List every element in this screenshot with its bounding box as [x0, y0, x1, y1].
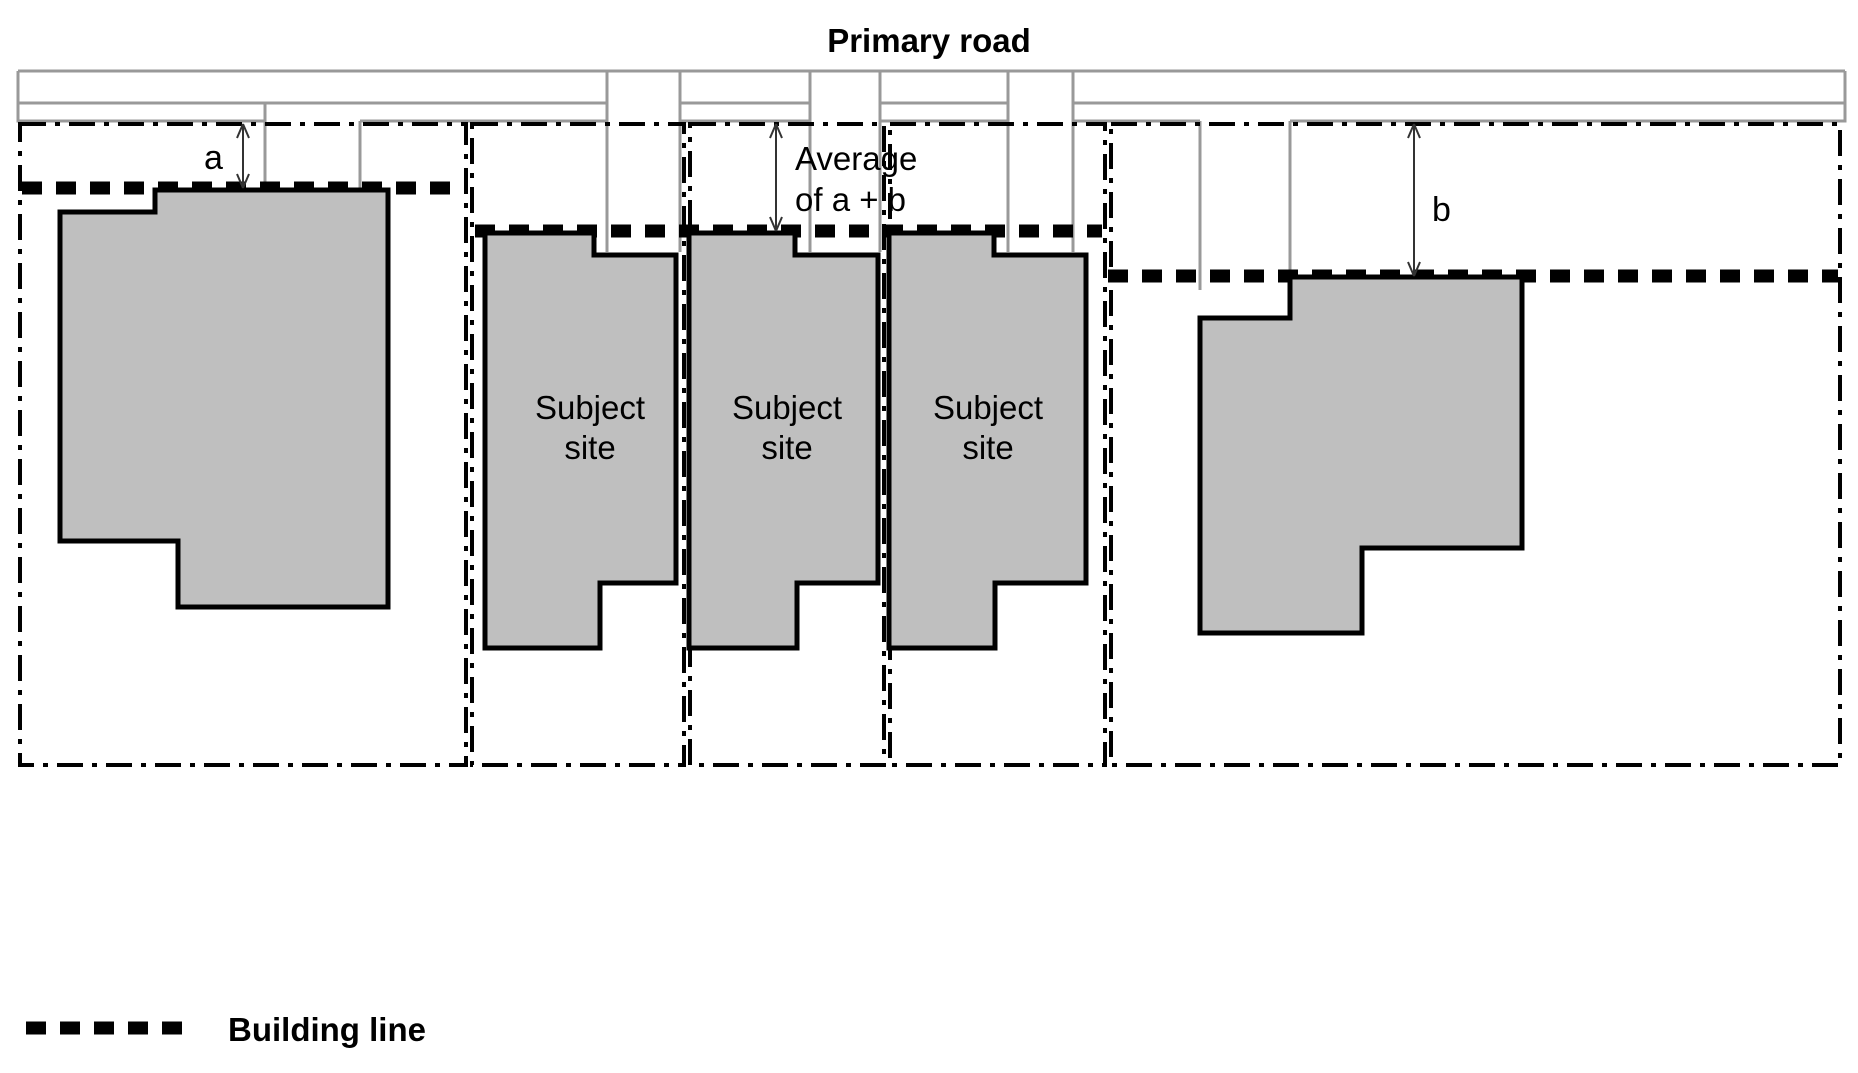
- subject-site-2-label-line1: Subject: [732, 389, 842, 426]
- subject-site-label: Subject site: [732, 389, 842, 466]
- average-label-line2: of a + b: [795, 181, 906, 218]
- page-title: Primary road: [827, 22, 1031, 59]
- subject-site-label: Subject site: [535, 389, 645, 466]
- subject-site-1-label-line1: Subject: [535, 389, 645, 426]
- subject-site-3-label-line2: site: [962, 429, 1013, 466]
- driveway-crossover: [263, 103, 1292, 290]
- subject-site-label: Subject site: [933, 389, 1043, 466]
- building-footprint: [482, 230, 679, 651]
- dimension-b-label: b: [1432, 191, 1451, 229]
- dimension-a-arrow: a: [204, 123, 250, 189]
- subject-site-2-label-line2: site: [761, 429, 812, 466]
- footpath-band: [16, 71, 1847, 105]
- dimension-a-label: a: [204, 139, 223, 177]
- building-footprint: [57, 187, 391, 610]
- building-footprint: [1197, 274, 1525, 636]
- subject-site-3-label-line1: Subject: [933, 389, 1043, 426]
- building-footprint: [886, 230, 1089, 651]
- footpath-band: [16, 91, 1847, 123]
- subject-site-1-label-line2: site: [564, 429, 615, 466]
- building-footprint: [686, 230, 881, 651]
- average-label-line1: Average: [795, 140, 917, 177]
- dimension-b-arrow: b: [1407, 123, 1451, 277]
- dimension-average-arrow: Average of a + b: [769, 123, 917, 232]
- legend-building-line-label: Building line: [228, 1011, 426, 1048]
- legend: Building line: [26, 1011, 426, 1048]
